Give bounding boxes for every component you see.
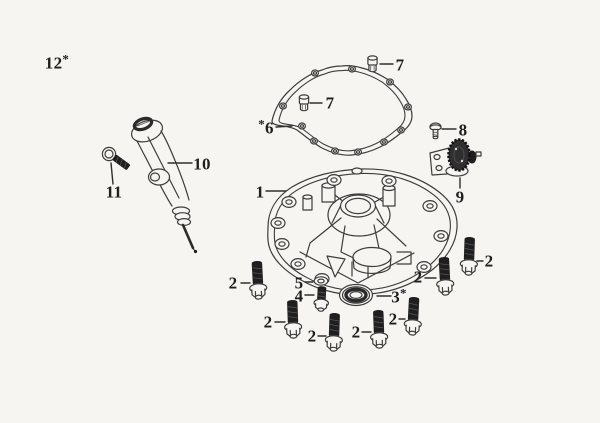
governor-gear-assembly: [429, 138, 482, 177]
sealing-washer: [313, 276, 329, 286]
small-bolt: [313, 286, 330, 312]
callout-2-a: 2: [228, 273, 238, 293]
callout-10: 10: [193, 154, 211, 174]
callout-2-b: 2: [263, 312, 273, 332]
leader-6: [275, 125, 293, 128]
leader-11: [110, 162, 114, 185]
flange-bolt-2: [283, 299, 303, 339]
callout-2-d: 2: [351, 322, 361, 342]
callout-9: 9: [455, 187, 465, 207]
flange-bolt-4: [369, 309, 389, 349]
callout-7-upper: 7: [395, 55, 405, 75]
callout-2-g: 2: [484, 251, 494, 271]
oil-dipstick-assembly: [130, 116, 198, 254]
callout-2-e: 2: [388, 309, 398, 329]
cover-gasket: [271, 65, 413, 156]
flange-bolt-1: [247, 259, 268, 301]
callout-1: 1: [255, 182, 265, 202]
callout-3: 3*: [391, 285, 407, 307]
callout-11: 11: [105, 182, 123, 202]
dipstick-bolt: [101, 146, 130, 170]
callout-4: 4: [294, 286, 304, 306]
callout-5: 5: [294, 273, 304, 293]
callout-6: *6: [258, 116, 274, 138]
callout-2-f: 2: [413, 267, 423, 287]
flange-bolt-3: [324, 312, 344, 352]
leader-lines: [110, 63, 484, 337]
callout-12: 12*: [44, 51, 70, 73]
callout-8: 8: [458, 120, 468, 140]
flange-bolt-7: [459, 236, 479, 276]
dowel-pin-lower: [298, 94, 310, 112]
callout-2-c: 2: [307, 326, 317, 346]
callout-7-lower: 7: [325, 93, 335, 113]
crankcase-cover: [267, 167, 458, 296]
oil-seal: [338, 283, 374, 307]
dowel-pin-upper: [367, 55, 378, 73]
cover-rim-bosses: [270, 167, 449, 286]
gasket-bolt-holes: [279, 65, 413, 156]
governor-screw: [429, 122, 442, 140]
